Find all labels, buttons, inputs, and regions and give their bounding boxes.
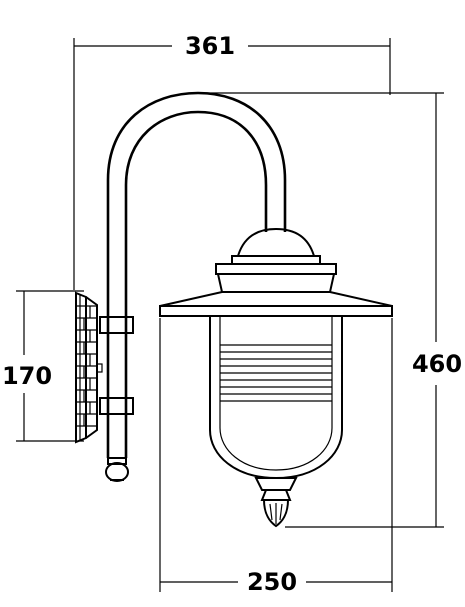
dimension-top-width: 361	[73, 32, 391, 290]
dimension-label-left-height: 170	[2, 362, 52, 390]
dimension-right-height: 460	[200, 92, 462, 528]
dimension-label-top-width: 361	[185, 32, 235, 60]
dimension-bottom-width: 250	[159, 318, 393, 596]
swan-neck-arm	[99, 91, 287, 482]
dimension-label-right-height: 460	[412, 350, 462, 378]
dimension-left-height: 170	[2, 290, 84, 442]
wall-mount-plate	[75, 291, 103, 444]
dimension-label-bottom-width: 250	[247, 568, 297, 596]
lantern	[159, 227, 393, 528]
